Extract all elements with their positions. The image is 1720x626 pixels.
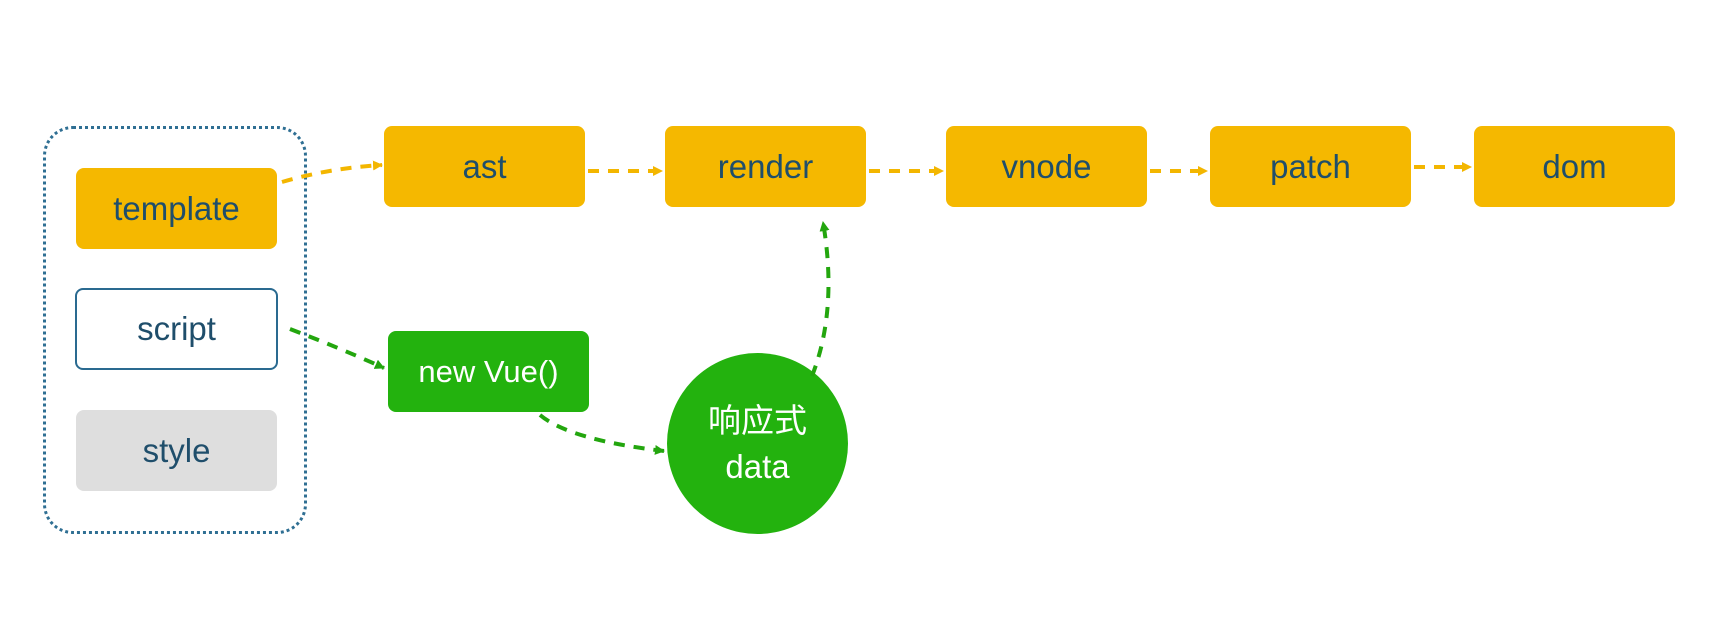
style-node: style [76, 410, 277, 491]
reactive-data-label-line2: data [725, 447, 790, 485]
patch-label: patch [1270, 147, 1351, 185]
template-label: template [113, 189, 240, 227]
ast-node: ast [384, 126, 585, 207]
vnode-label: vnode [1001, 147, 1092, 185]
script-label: script [137, 310, 216, 347]
arrow-template-to-ast [281, 160, 383, 184]
vnode-node: vnode [946, 126, 1147, 207]
reactive-data-node: 响应式 data [667, 353, 848, 534]
template-node: template [76, 168, 277, 249]
single-file-component-group [43, 126, 307, 534]
arrow-new-vue-to-reactive-data [538, 413, 665, 455]
render-node: render [665, 126, 866, 207]
dom-node: dom [1474, 126, 1675, 207]
arrow-script-to-new-vue [289, 327, 385, 370]
dom-label: dom [1542, 147, 1607, 185]
patch-node: patch [1210, 126, 1411, 207]
script-node: script [75, 288, 278, 370]
ast-label: ast [462, 147, 507, 185]
reactive-data-label-line1: 响应式 [708, 401, 807, 439]
new-vue-node: new Vue() [388, 331, 589, 412]
new-vue-label: new Vue() [418, 353, 559, 389]
arrow-reactive-data-to-render [810, 221, 831, 377]
style-label: style [142, 431, 211, 469]
render-label: render [717, 147, 814, 185]
